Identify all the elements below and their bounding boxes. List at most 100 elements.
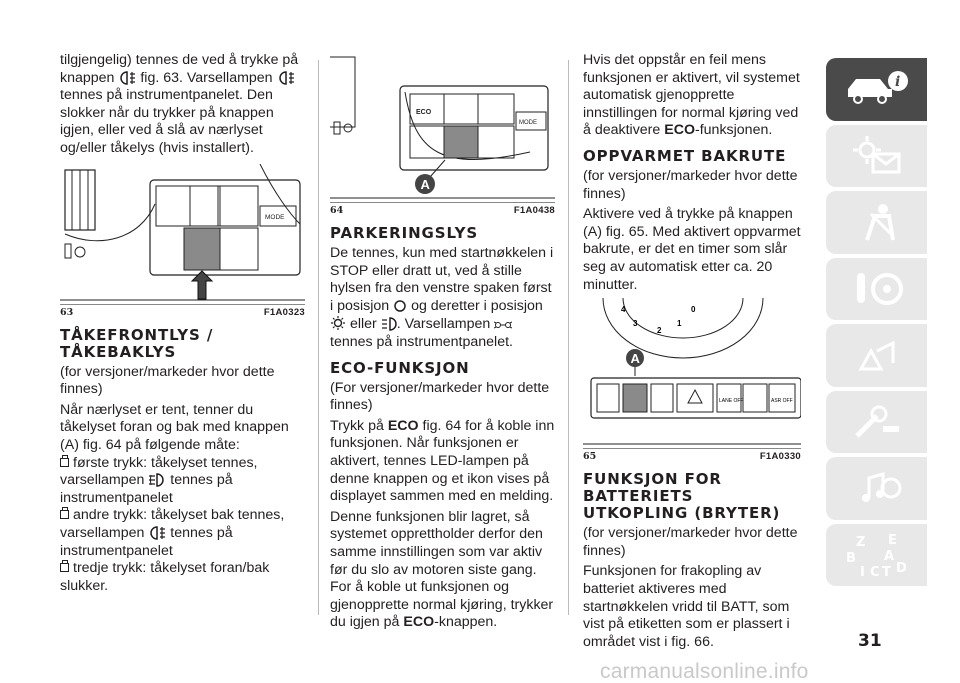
figure-number: 63 xyxy=(60,306,74,318)
paragraph: De tennes, kun med startnøkkelen i STOP … xyxy=(330,245,555,352)
page-number: 31 xyxy=(858,631,882,651)
rear-fog-light-icon xyxy=(150,526,166,540)
text: tennes på instrumentpanelet xyxy=(60,472,233,506)
tab-emergency[interactable] xyxy=(826,324,927,387)
figure-65: 4 3 2 1 0 ASR OFF LANE OFF A xyxy=(583,298,801,450)
callout-marker: A xyxy=(421,177,431,192)
svg-text:i: i xyxy=(895,74,900,90)
tab-starting-driving[interactable] xyxy=(826,257,927,320)
figure-code: F1A0438 xyxy=(513,205,555,216)
parking-light-off-icon xyxy=(394,300,406,312)
section-heading: PARKERINGSLYS xyxy=(330,224,479,242)
index-letter: B xyxy=(846,551,856,566)
index-letter: T xyxy=(882,565,891,580)
music-phone-icon xyxy=(861,472,901,503)
bullet-icon xyxy=(60,560,69,573)
index-letter: A xyxy=(884,549,894,564)
paragraph: (For versjoner/markeder hvor dette finne… xyxy=(330,379,550,414)
text: andre trykk: tåkelyset bak tennes, varse… xyxy=(60,507,285,541)
parking-lights-icon xyxy=(494,321,513,329)
section-heading: FUNKSJON FOR BATTERIETS UTKOPLING (BRYTE… xyxy=(583,470,781,523)
parking-light-icon xyxy=(331,316,345,331)
section-heading: ECO-FUNKSJON xyxy=(330,358,470,377)
text: Denne funksjonen blir lagret, så systeme… xyxy=(330,508,554,631)
figure-code: F1A0330 xyxy=(759,451,801,463)
eco-label: ECO xyxy=(664,122,695,139)
svg-text:ECO: ECO xyxy=(416,109,432,116)
text: eller xyxy=(349,316,377,333)
key-steering-icon xyxy=(856,272,903,305)
bullet-icon xyxy=(60,507,69,520)
bullet-item: første trykk: tåkelyset tennes, varsella… xyxy=(60,454,305,508)
figure-code: F1A0323 xyxy=(263,306,305,318)
mode-label: MODE xyxy=(519,120,537,126)
mode-label: MODE xyxy=(265,214,285,221)
tab-multimedia[interactable] xyxy=(826,457,927,520)
button-label: LANE OFF xyxy=(719,398,743,404)
dial-label: 2 xyxy=(657,326,662,335)
figure-caption: 63 F1A0323 xyxy=(60,307,305,319)
text: tredje trykk: tåkelyset foran/bak slukke… xyxy=(60,560,270,594)
text: tennes på instrumentpanelet. Den slokker… xyxy=(60,87,274,156)
callout-marker: A xyxy=(631,351,641,366)
column-divider xyxy=(318,60,319,615)
text: og deretter i posisjon xyxy=(411,297,543,314)
paragraph: Når nærlyset er tent, tenner du tåkelyse… xyxy=(60,401,289,453)
eco-label: ECO xyxy=(387,417,419,434)
column-1: tilgjengelig) tennes de ved å trykke på … xyxy=(60,52,305,595)
text: Trykk på xyxy=(330,417,384,434)
figure-number: 64 xyxy=(330,205,344,216)
dial-label: 0 xyxy=(691,305,696,314)
dial-label: 4 xyxy=(621,305,626,314)
paragraph: Trykk på ECO fig. 64 for å koble inn fun… xyxy=(330,418,555,506)
rear-fog-light-icon xyxy=(278,70,294,85)
tab-safety[interactable] xyxy=(826,191,927,254)
text: -funksjonen. xyxy=(695,122,773,139)
dashboard-mode-switch-illustration: MODE ECO A xyxy=(330,52,555,202)
bullet-item: andre trykk: tåkelyset bak tennes, varse… xyxy=(60,507,305,560)
column-divider xyxy=(568,60,569,615)
paragraph: Aktivere ved å trykke på knappen (A) fig… xyxy=(583,206,801,293)
tab-index[interactable]: Z E A B C D T I xyxy=(826,523,927,586)
tab-warning-lights[interactable] xyxy=(826,124,927,187)
paragraph: (for versjoner/markeder hvor dette finne… xyxy=(583,525,798,559)
index-letter: C xyxy=(870,565,880,580)
text: tennes på instrumentpanelet xyxy=(60,524,233,559)
tab-car-info[interactable]: i xyxy=(826,58,927,121)
dashboard-switch-illustration: MODE xyxy=(60,163,305,304)
seatbelt-airbag-icon xyxy=(864,204,895,241)
text: første trykk: tåkelyset tennes, xyxy=(73,454,258,471)
dial-label: 3 xyxy=(633,319,638,328)
figure-caption: 65 F1A0330 xyxy=(583,451,801,463)
rear-fog-light-icon xyxy=(120,70,136,85)
figure-caption: 64 F1A0438 xyxy=(330,205,555,217)
index-letter: Z xyxy=(856,535,865,550)
paragraph: tilgjengelig) tennes de ved å trykke på … xyxy=(60,52,305,158)
paragraph: (for versjoner/markeder hvor dette finne… xyxy=(583,167,798,202)
text: varsellampen xyxy=(60,472,145,489)
alphabet-index-icon: Z E A B C D T I xyxy=(846,533,907,580)
text: . Varsellampen xyxy=(396,316,491,333)
wrench-car-icon xyxy=(854,405,899,438)
index-letter: D xyxy=(896,561,907,576)
car-info-icon: i xyxy=(847,71,908,105)
climate-panel-illustration: 4 3 2 1 0 ASR OFF LANE OFF A xyxy=(583,298,801,449)
sun-envelope-icon xyxy=(852,135,900,174)
tab-maintenance[interactable] xyxy=(826,390,927,453)
front-fog-light-icon xyxy=(149,473,165,487)
section-heading: TÅKEFRONTLYS / TÅKEBAKLYS xyxy=(60,325,214,361)
text: fig. 63. Varsellampen xyxy=(140,69,273,86)
chapter-tabs: i Z E A B C D T I xyxy=(826,58,927,590)
index-letter: I xyxy=(860,565,865,580)
dial-label: 1 xyxy=(677,319,682,328)
index-letter: E xyxy=(888,533,897,548)
paragraph: (for versjoner/markeder hvor dette finne… xyxy=(60,363,275,398)
text: tilgjengelig) tennes de ved å trykke på … xyxy=(60,52,299,86)
eco-label: ECO xyxy=(403,614,435,631)
text: tennes på instrumentpanelet. xyxy=(330,333,513,350)
column-3: Hvis det oppstår en feil mens funksjonen… xyxy=(583,52,801,651)
figure-number: 65 xyxy=(583,451,597,463)
text: Hvis det oppstår en feil mens funksjonen… xyxy=(583,52,800,139)
watermark: carmanualsonline.info xyxy=(600,660,809,683)
bullet-icon xyxy=(60,454,69,467)
